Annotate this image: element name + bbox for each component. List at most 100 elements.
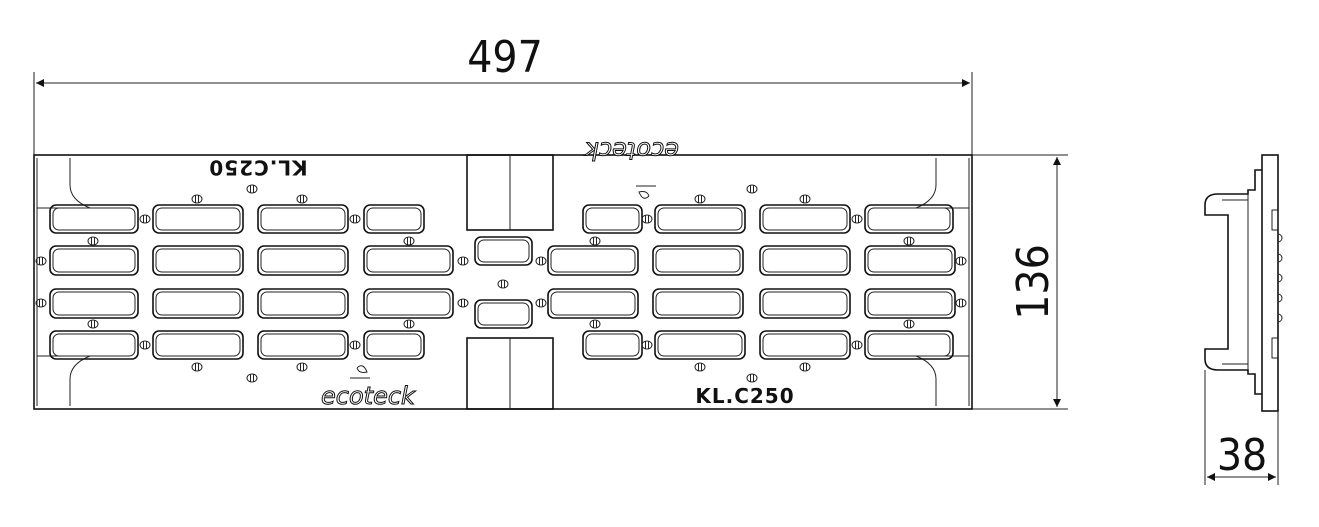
pin-hole [589, 236, 601, 246]
drain-slot [152, 288, 244, 319]
pin-hole [349, 214, 361, 224]
drain-slot [585, 333, 640, 357]
drain-slot [657, 207, 743, 231]
drain-slot [260, 248, 346, 273]
brand-logo: ecoteck [321, 382, 416, 410]
drain-slot [363, 330, 425, 360]
pin-hole [851, 214, 863, 224]
pin-hole [35, 298, 47, 308]
drain-slot [155, 207, 241, 231]
length-value: 497 [467, 32, 543, 83]
pin-group [35, 184, 967, 383]
drain-slot [759, 288, 851, 319]
brand-logo-inverted: ecoteck [584, 136, 679, 164]
pin-hole [955, 256, 967, 266]
drain-slot [366, 333, 422, 357]
drain-slot [547, 245, 639, 276]
pin-hole [87, 236, 99, 246]
drain-slot [657, 333, 743, 357]
drain-slot [582, 204, 643, 234]
pin-hole [35, 256, 47, 266]
pin-hole [246, 373, 258, 383]
drain-slot [363, 245, 454, 276]
pin-hole [903, 319, 915, 329]
pin-hole [746, 373, 758, 383]
drain-slot [762, 291, 848, 316]
drain-slot [864, 245, 956, 276]
drain-slot [49, 330, 139, 360]
drain-slot [654, 330, 746, 360]
drain-slot [867, 248, 953, 273]
drain-slot [864, 330, 954, 360]
pin-hole [641, 340, 653, 350]
pin-profile [1277, 273, 1283, 283]
drain-slot [582, 330, 643, 360]
pin-hole [139, 214, 151, 224]
drain-slot [864, 204, 954, 234]
drain-slot [49, 288, 139, 319]
pin-hole [457, 298, 469, 308]
pin-hole [349, 340, 361, 350]
width-dimension: 136 [972, 154, 1068, 410]
drain-slot [867, 291, 953, 316]
drain-slot [366, 207, 422, 231]
pin-hole [746, 184, 758, 194]
drain-slot [52, 333, 136, 357]
drain-slot [759, 245, 851, 276]
drain-slot [363, 288, 454, 319]
drain-slot [867, 333, 951, 357]
drain-slot [474, 236, 533, 266]
drain-slot [477, 239, 530, 263]
grate-top-view: KL.C250 KL.C250 ecoteck ecoteck [33, 136, 973, 411]
pin-hole [403, 236, 415, 246]
drain-slot [49, 245, 139, 276]
drain-slot [477, 302, 530, 326]
drain-slot [52, 248, 136, 273]
leaf-icon [636, 185, 656, 199]
pin-hole [497, 279, 509, 289]
pin-hole [403, 319, 415, 329]
drain-slot [654, 204, 746, 234]
pin-profile [1277, 313, 1283, 323]
pin-profile [1277, 253, 1283, 263]
drain-slot [155, 333, 241, 357]
drain-slot [52, 291, 136, 316]
drain-slot [363, 204, 425, 234]
pin-hole [457, 256, 469, 266]
drain-slot [152, 330, 244, 360]
drain-slot [366, 291, 451, 316]
pin-hole [246, 184, 258, 194]
drain-slot [152, 245, 244, 276]
pin-profile [1277, 293, 1283, 303]
leaf-icon [350, 365, 370, 379]
drain-slot [155, 291, 241, 316]
drain-slot [260, 333, 346, 357]
drain-slot [474, 299, 533, 329]
drain-slot [550, 291, 636, 316]
drain-slot [759, 330, 851, 360]
slot-group [49, 204, 956, 360]
drain-slot [152, 204, 244, 234]
pin-hole [87, 319, 99, 329]
pin-hole [694, 194, 706, 204]
drain-slot [550, 248, 636, 273]
pin-hole [694, 362, 706, 372]
drain-slot [260, 291, 346, 316]
drain-slot [257, 204, 349, 234]
drain-slot [52, 207, 136, 231]
drain-slot [762, 207, 848, 231]
drain-slot [260, 207, 346, 231]
drain-slot [655, 291, 741, 316]
pin-hole [535, 298, 547, 308]
pin-hole [903, 236, 915, 246]
drain-slot [867, 207, 951, 231]
drain-slot [155, 248, 241, 273]
drain-slot [257, 245, 349, 276]
drain-slot [762, 248, 848, 273]
pin-hole [296, 362, 308, 372]
pin-hole [589, 319, 601, 329]
drain-slot [652, 245, 744, 276]
pin-hole [535, 256, 547, 266]
drain-slot [585, 207, 640, 231]
